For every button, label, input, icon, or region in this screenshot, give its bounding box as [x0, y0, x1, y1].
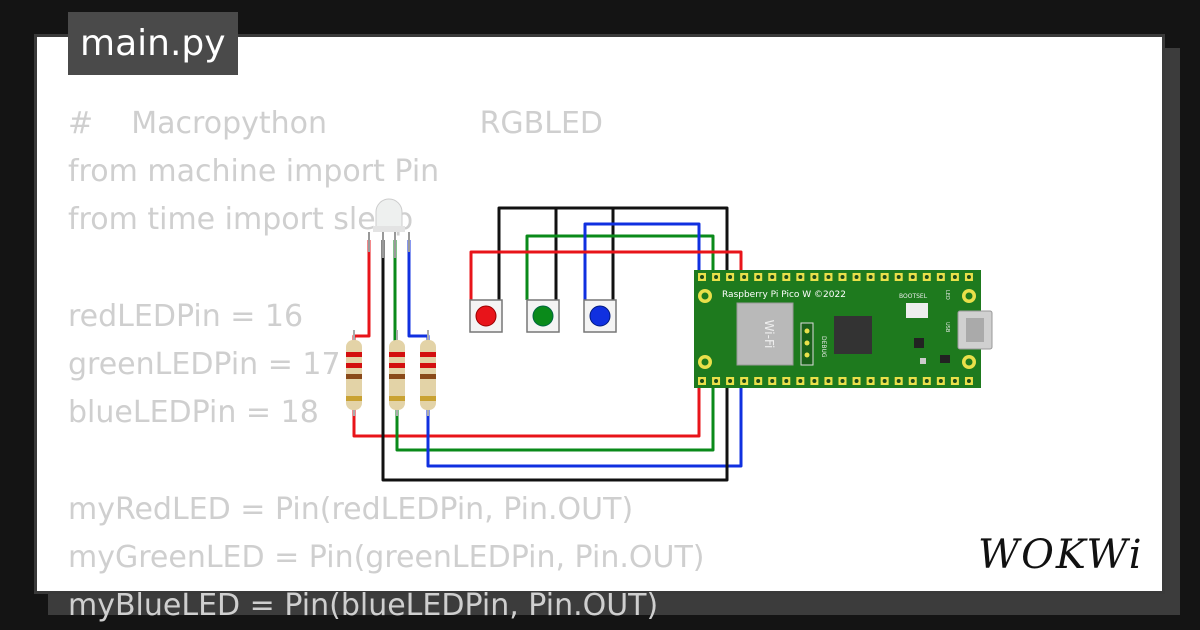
header-pin-hole	[812, 379, 817, 383]
resistor-blue[interactable]	[420, 330, 436, 416]
header-pin-hole	[756, 379, 761, 383]
wire-blue-resistor	[407, 240, 743, 468]
header-pins-bottom	[698, 377, 973, 385]
wire-red-top	[469, 250, 743, 300]
header-pin-hole	[938, 379, 943, 383]
wires	[352, 206, 743, 482]
header-pin-hole	[700, 275, 704, 279]
header-pin-hole	[966, 379, 971, 383]
debug-label: DEBUG	[820, 336, 827, 358]
wire-blue-top	[583, 222, 701, 300]
header-pin-hole	[966, 275, 971, 279]
header-pin-hole	[728, 275, 733, 279]
bootsel-label: BOOTSEL	[899, 293, 928, 300]
header-pin-hole	[756, 275, 761, 279]
wokwi-logo-icon: WOKWi	[978, 532, 1144, 578]
header-pin-hole	[742, 275, 747, 279]
resistor-red[interactable]	[346, 330, 362, 416]
header-pin-hole	[938, 275, 943, 279]
code-line: from machine import Pin	[68, 154, 440, 190]
header-pin-hole	[840, 379, 845, 383]
rgb-led[interactable]	[368, 198, 410, 258]
header-pin-hole	[700, 379, 704, 383]
board-title: Raspberry Pi Pico W ©2022	[722, 290, 846, 300]
code-line: blueLEDPin = 18	[68, 395, 319, 431]
header-pin-hole	[798, 379, 803, 383]
header-pin-hole	[868, 275, 873, 279]
header-pin-hole	[798, 275, 803, 279]
header-pin-hole	[924, 379, 929, 383]
header-pins-top	[698, 273, 973, 281]
header-pin-hole	[924, 275, 929, 279]
header-pin-hole	[770, 379, 775, 383]
code-line: greenLEDPin = 17	[68, 346, 341, 382]
code-line: # Macropython RGBLED	[68, 106, 604, 141]
header-pin-hole	[910, 379, 915, 383]
header-pin-hole	[854, 379, 859, 383]
header-pin-hole	[896, 379, 901, 383]
pico-w-board[interactable]: Wi-Fi DEBUG BOOTSEL LED USB Raspberry Pi…	[694, 270, 993, 388]
header-pin-hole	[896, 275, 901, 279]
header-pin-hole	[826, 379, 831, 383]
file-tab-main-py[interactable]: main.py	[68, 12, 238, 75]
led-label: LED	[944, 290, 950, 300]
header-pin-hole	[812, 275, 817, 279]
code-line: redLEDPin = 16	[68, 298, 304, 334]
code-line: myBlueLED = Pin(blueLEDPin, Pin.OUT)	[68, 587, 659, 623]
header-pin-hole	[784, 379, 789, 383]
pushbutton-blue[interactable]	[583, 299, 617, 333]
usb-label: USB	[944, 322, 950, 333]
code-line: myGreenLED = Pin(greenLEDPin, Pin.OUT)	[68, 539, 705, 575]
wire-green-resistor	[393, 240, 715, 452]
header-pin-hole	[770, 275, 775, 279]
wifi-label: Wi-Fi	[762, 320, 776, 349]
header-pin-hole	[882, 379, 887, 383]
header-pin-hole	[742, 379, 747, 383]
code-line: myRedLED = Pin(redLEDPin, Pin.OUT)	[68, 491, 634, 527]
pushbutton-green[interactable]	[526, 299, 560, 333]
svg-text:WOKWi: WOKWi	[978, 532, 1144, 578]
header-pin-hole	[952, 275, 957, 279]
header-pin-hole	[784, 275, 789, 279]
code-preview: # Macropython RGBLED from machine import …	[68, 100, 704, 630]
header-pin-hole	[714, 379, 719, 383]
header-pin-hole	[952, 379, 957, 383]
header-pin-hole	[840, 275, 845, 279]
header-pin-hole	[854, 275, 859, 279]
header-pin-hole	[910, 275, 915, 279]
header-pin-hole	[728, 379, 733, 383]
header-pin-hole	[868, 379, 873, 383]
header-pin-hole	[714, 275, 719, 279]
header-pin-hole	[826, 275, 831, 279]
wire-black-gnd	[381, 240, 729, 482]
pushbutton-red[interactable]	[469, 299, 503, 333]
header-pin-hole	[882, 275, 887, 279]
resistor-green[interactable]	[389, 330, 405, 416]
